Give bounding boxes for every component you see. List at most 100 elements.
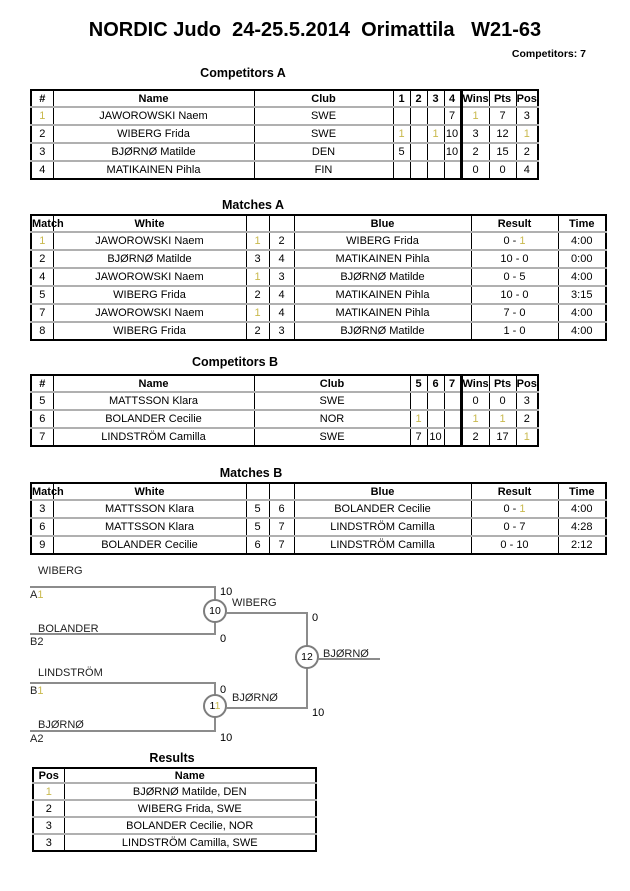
bracket-score: 0 <box>312 612 319 624</box>
cell-wins: 0 <box>459 160 489 179</box>
cell-round-score <box>443 391 461 410</box>
cell-match-number: 1 <box>31 231 53 250</box>
col-header-white: White <box>52 483 246 500</box>
table-row: 1 JAWOROWSKI Naem 1 2 WIBERG Frida 0 - 1… <box>31 231 606 250</box>
cell-club: FIN <box>253 160 393 179</box>
col-header-pos: Pos <box>515 375 538 392</box>
cell-time: 4:00 <box>557 303 606 322</box>
bracket-winner-name: BJØRNØ <box>323 648 369 660</box>
cell-wins: 2 <box>459 142 489 161</box>
cell-blue-num: 3 <box>268 321 294 340</box>
col-header-blue-num <box>268 483 294 500</box>
cell-match-number: 3 <box>31 499 53 518</box>
table-row: 5 MATTSSON Klara SWE 0 0 3 <box>31 391 538 410</box>
cell-round-score <box>409 391 427 410</box>
bracket-player-name: BJØRNØ <box>38 719 84 731</box>
table-row: 2 WIBERG Frida, SWE <box>33 799 316 817</box>
cell-result: 7 - 0 <box>470 303 558 322</box>
col-header-time: Time <box>557 483 606 500</box>
col-header-num: # <box>39 92 46 105</box>
cell-result: 0 - 1 <box>470 499 558 518</box>
table-row: 6 MATTSSON Klara 5 7 LINDSTRÖM Camilla 0… <box>31 517 606 536</box>
cell-result: 1 - 0 <box>470 321 558 340</box>
cell-round-score: 1 <box>409 409 427 428</box>
cell-pts: 1 <box>488 409 516 428</box>
table-row: 3 MATTSSON Klara 5 6 BOLANDER Cecilie 0 … <box>31 499 606 518</box>
cell-name: JAWOROWSKI Naem <box>52 106 254 125</box>
cell-name: WIBERG Frida, SWE <box>63 799 316 817</box>
cell-round-score: 10 <box>443 142 461 161</box>
table-row: 9 BOLANDER Cecilie 6 7 LINDSTRÖM Camilla… <box>31 535 606 554</box>
cell-club: SWE <box>253 124 393 143</box>
cell-white-name: BOLANDER Cecilie <box>52 535 246 554</box>
col-header-white-num <box>245 483 269 500</box>
col-header-white-num <box>245 215 269 232</box>
bracket-seed-tag: B1 <box>30 685 44 697</box>
cell-white-name: WIBERG Frida <box>52 285 246 304</box>
col-header-name: Name <box>52 375 254 392</box>
cell-club: SWE <box>253 106 393 125</box>
cell-blue-name: LINDSTRÖM Camilla <box>293 535 471 554</box>
bracket-score: 10 <box>220 732 233 744</box>
cell-blue-num: 4 <box>268 249 294 268</box>
cell-round-score: 10 <box>443 124 461 143</box>
col-header-round: 4 <box>443 90 461 107</box>
cell-wins: 2 <box>459 427 489 446</box>
cell-round-score <box>426 106 444 125</box>
bracket-line <box>318 658 380 660</box>
col-header-match: Match <box>32 485 64 498</box>
cell-pos: 2 <box>515 142 538 161</box>
col-header-name: Name <box>63 768 316 783</box>
cell-pos: 1 <box>515 124 538 143</box>
cell-pts: 15 <box>488 142 516 161</box>
cell-result: 10 - 0 <box>470 249 558 268</box>
bracket-score: 0 <box>220 684 227 696</box>
table-row: 3 LINDSTRÖM Camilla, SWE <box>33 833 316 851</box>
cell-match-number: 8 <box>31 321 53 340</box>
table-row: 4 MATIKAINEN Pihla FIN 0 0 4 <box>31 160 538 179</box>
section-title-results: Results <box>149 751 195 765</box>
table-header-row: Match White Blue Result Time <box>31 483 606 500</box>
cell-white-name: JAWOROWSKI Naem <box>52 231 246 250</box>
cell-name: MATTSSON Klara <box>52 391 254 410</box>
cell-result: 0 - 10 <box>470 535 558 554</box>
cell-result: 10 - 0 <box>470 285 558 304</box>
col-header-round: 6 <box>426 375 444 392</box>
cell-club: SWE <box>253 391 410 410</box>
matches-a-table: Match White Blue Result Time 1 JAWOROWSK… <box>30 214 607 341</box>
competitors-count: Competitors: 7 <box>511 48 586 60</box>
cell-blue-name: MATIKAINEN Pihla <box>293 285 471 304</box>
cell-white-num: 2 <box>245 321 269 340</box>
bracket-winner-name: WIBERG <box>232 597 277 609</box>
cell-round-score <box>392 160 410 179</box>
cell-pts: 7 <box>488 106 516 125</box>
bracket-player-name: LINDSTRÖM <box>38 667 103 679</box>
cell-time: 4:00 <box>557 321 606 340</box>
cell-blue-name: BJØRNØ Matilde <box>293 321 471 340</box>
table-header-row: # Name Club 1 2 3 4 Wins Pts Pos <box>31 90 538 107</box>
cell-round-score <box>409 142 427 161</box>
cell-name: BJØRNØ Matilde <box>52 142 254 161</box>
competitors-b-table: # Name Club 5 6 7 Wins Pts Pos 5 MATTSSO… <box>30 374 539 447</box>
cell-name: BOLANDER Cecilie, NOR <box>63 816 316 834</box>
cell-round-score: 1 <box>426 124 444 143</box>
cell-white-num: 1 <box>245 231 269 250</box>
cell-number: 3 <box>31 142 53 161</box>
bracket-seed-tag: A1 <box>30 589 44 601</box>
cell-round-score: 7 <box>409 427 427 446</box>
cell-round-score <box>443 427 461 446</box>
page-title: NORDIC Judo 24-25.5.2014 Orimattila W21-… <box>88 19 542 41</box>
table-header-row: Pos Name <box>33 768 316 783</box>
cell-match-number: 6 <box>31 517 53 536</box>
cell-round-score <box>426 142 444 161</box>
cell-name: BJØRNØ Matilde, DEN <box>63 782 316 800</box>
matches-b-table: Match White Blue Result Time 3 MATTSSON … <box>30 482 607 555</box>
cell-pts: 12 <box>488 124 516 143</box>
col-header-num: # <box>39 377 46 390</box>
cell-blue-num: 7 <box>268 517 294 536</box>
cell-blue-name: LINDSTRÖM Camilla <box>293 517 471 536</box>
cell-round-score <box>392 106 410 125</box>
cell-white-num: 5 <box>245 517 269 536</box>
cell-round-score: 5 <box>392 142 410 161</box>
